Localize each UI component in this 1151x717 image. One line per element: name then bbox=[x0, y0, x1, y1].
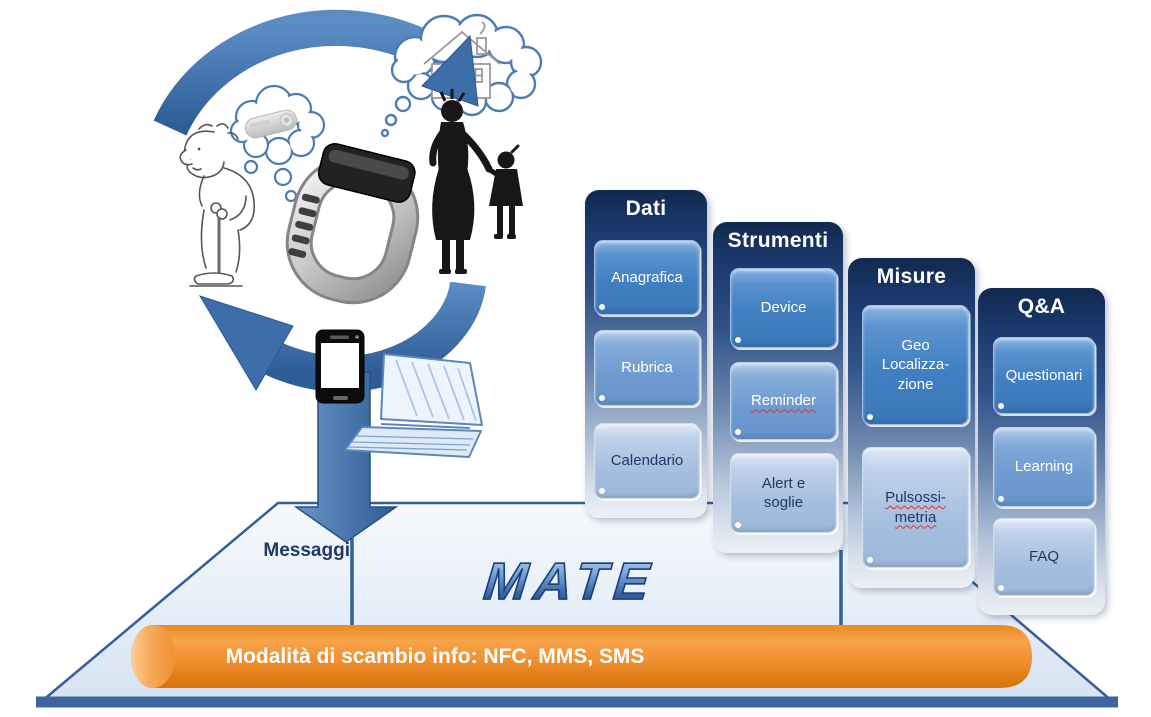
mate-logo: MATE bbox=[422, 552, 718, 612]
messaggi-label: Messaggi bbox=[263, 540, 350, 561]
button-rubrica: Rubrica bbox=[594, 330, 700, 406]
banner-cylinder bbox=[131, 625, 1032, 688]
cycle-arrowhead-left bbox=[198, 295, 294, 391]
panel-qa-title: Q&A bbox=[1017, 295, 1066, 318]
panel-misure-title: Misure bbox=[876, 265, 947, 288]
cycle-arrowhead-right bbox=[421, 34, 479, 107]
panel-dati-title: Dati bbox=[625, 197, 667, 220]
elderly-man-sketch bbox=[179, 123, 256, 287]
button-calendario: Calendario bbox=[594, 423, 700, 499]
cycle-illustration bbox=[153, 9, 543, 543]
button-device: Device bbox=[730, 268, 837, 348]
button-learning: Learning bbox=[993, 427, 1095, 507]
panel-qa: Q&A Questionari Learning FAQ bbox=[978, 288, 1105, 615]
button-anagrafica: Anagrafica bbox=[594, 240, 700, 315]
panel-strumenti-title: Strumenti bbox=[727, 229, 829, 252]
thought-bubble-device bbox=[229, 84, 326, 203]
fitness-wristband bbox=[285, 142, 420, 305]
panel-strumenti: Strumenti Device Reminder Alert e soglie bbox=[713, 222, 843, 553]
button-questionari: Questionari bbox=[993, 337, 1095, 414]
laptop-sketch bbox=[344, 353, 483, 458]
banner-label: Modalità di scambio info: NFC, MMS, SMS bbox=[225, 645, 645, 668]
panel-misure: Misure Geo Localizza- zione Pulsossi- me… bbox=[848, 258, 975, 588]
wearable-device-pill bbox=[244, 109, 298, 139]
button-geo-localizzazione: Geo Localizza- zione bbox=[862, 305, 969, 425]
button-pulsossimetria: Pulsossi- metria bbox=[862, 447, 969, 568]
down-arrow bbox=[293, 371, 399, 543]
button-alert-soglie: Alert e soglie bbox=[730, 453, 837, 533]
woman-and-child-silhouette bbox=[429, 89, 523, 274]
panel-dati: Dati Anagrafica Rubrica Calendario bbox=[585, 190, 707, 518]
smartphone-icon bbox=[315, 329, 365, 404]
button-reminder: Reminder bbox=[730, 362, 837, 440]
button-faq: FAQ bbox=[993, 518, 1095, 596]
banner-cylinder-cap bbox=[131, 625, 175, 688]
